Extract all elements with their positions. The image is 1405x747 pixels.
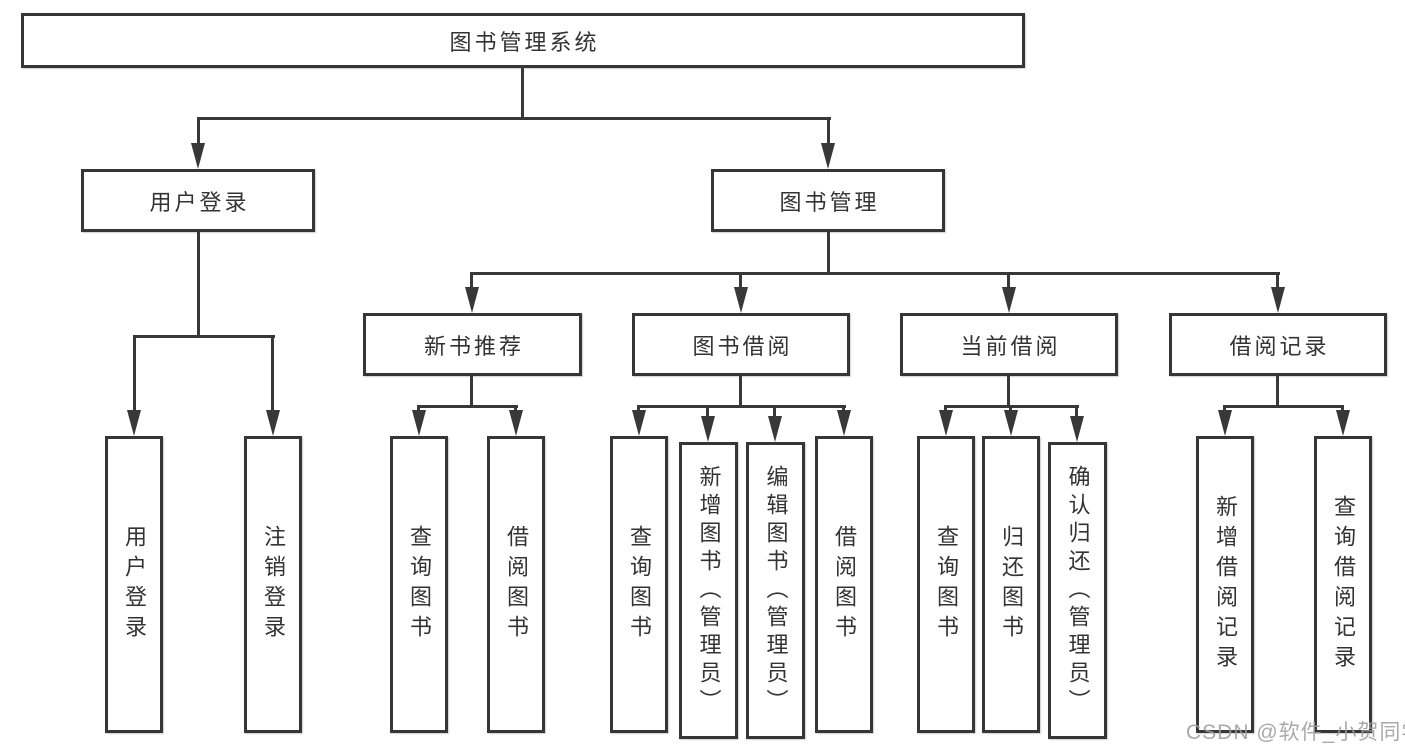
arrow-down-icon xyxy=(127,410,141,436)
arrow-down-icon xyxy=(768,416,782,442)
leaf-label: 借阅图书 xyxy=(504,524,529,645)
leaf-edit-book-admin: 编辑图书（管理员） xyxy=(746,442,805,739)
connector-line xyxy=(1276,272,1279,292)
node-library-management-system: 图书管理系统 xyxy=(21,13,1025,68)
connector-line xyxy=(739,376,742,407)
csdn-watermark: CSDN @软件_小贺同学 xyxy=(1186,721,1405,744)
arrow-down-icon xyxy=(412,410,426,436)
arrow-down-icon xyxy=(1002,287,1016,313)
arrow-down-icon xyxy=(701,416,715,442)
leaf-label: 确认归还（管理员） xyxy=(1065,464,1091,717)
leaf-label: 查询图书 xyxy=(627,524,652,645)
connector-line xyxy=(197,232,200,338)
leaf-user-login: 用户登录 xyxy=(105,436,163,733)
connector-line xyxy=(842,405,845,412)
leaf-label: 借阅图书 xyxy=(832,524,857,645)
node-book-borrowing: 图书借阅 xyxy=(632,313,850,376)
node-user-login: 用户登录 xyxy=(81,169,315,232)
leaf-query-borrow-record: 查询借阅记录 xyxy=(1314,436,1372,733)
node-book-management: 图书管理 xyxy=(711,169,945,232)
connector-line xyxy=(417,405,420,412)
connector-line xyxy=(133,335,275,338)
arrow-down-icon xyxy=(837,410,851,436)
connector-line xyxy=(944,405,947,412)
leaf-query-books-recommend: 查询图书 xyxy=(390,436,448,733)
node-label: 新书推荐 xyxy=(423,333,524,359)
leaf-add-borrow-record: 新增借阅记录 xyxy=(1196,436,1254,733)
connector-line xyxy=(827,117,830,145)
connector-line xyxy=(470,376,473,407)
leaf-label: 用户登录 xyxy=(122,524,147,645)
arrow-down-icon xyxy=(1336,410,1350,436)
arrow-down-icon xyxy=(1004,410,1018,436)
arrow-down-icon xyxy=(939,410,953,436)
arrow-down-icon xyxy=(821,143,835,169)
connector-line xyxy=(739,272,742,292)
arrow-down-icon xyxy=(509,410,523,436)
connector-line xyxy=(1223,405,1226,412)
connector-line xyxy=(637,405,640,412)
leaf-confirm-return-admin: 确认归还（管理员） xyxy=(1048,442,1107,739)
connector-line xyxy=(1009,405,1012,412)
connector-line xyxy=(271,335,274,411)
connector-line xyxy=(471,272,1280,275)
leaf-logout: 注销登录 xyxy=(244,436,302,733)
arrow-down-icon xyxy=(191,143,205,169)
node-label: 图书借阅 xyxy=(692,333,793,359)
leaf-label: 归还图书 xyxy=(999,524,1024,645)
connector-line xyxy=(1007,272,1010,292)
connector-line xyxy=(521,68,524,120)
connector-line xyxy=(514,405,517,412)
arrow-down-icon xyxy=(1070,416,1084,442)
leaf-query-books-borrowing: 查询图书 xyxy=(610,436,668,733)
arrow-down-icon xyxy=(1271,287,1285,313)
leaf-label: 编辑图书（管理员） xyxy=(763,464,789,717)
node-label: 图书管理 xyxy=(779,189,880,215)
leaf-label: 查询图书 xyxy=(934,524,959,645)
leaf-label: 查询借阅记录 xyxy=(1331,494,1356,675)
leaf-query-books-current: 查询图书 xyxy=(917,436,975,733)
leaf-label: 新增图书（管理员） xyxy=(696,464,722,717)
leaf-label: 新增借阅记录 xyxy=(1213,494,1238,675)
connector-line xyxy=(827,232,830,274)
connector-line xyxy=(418,405,518,408)
arrow-down-icon xyxy=(734,287,748,313)
arrow-down-icon xyxy=(465,287,479,313)
leaf-label: 查询图书 xyxy=(407,524,432,645)
connector-line xyxy=(637,405,846,408)
leaf-borrow-books-borrowing: 借阅图书 xyxy=(815,436,873,733)
node-label: 图书管理系统 xyxy=(449,29,600,55)
connector-line xyxy=(1223,405,1344,408)
leaf-return-books: 归还图书 xyxy=(982,436,1040,733)
node-label: 当前借阅 xyxy=(960,333,1061,359)
node-label: 用户登录 xyxy=(149,189,250,215)
arrow-down-icon xyxy=(266,410,280,436)
connector-line xyxy=(1075,405,1078,418)
connector-line xyxy=(1341,405,1344,412)
connector-line xyxy=(1276,376,1279,407)
leaf-borrow-books-recommend: 借阅图书 xyxy=(487,436,545,733)
node-label: 借阅记录 xyxy=(1229,333,1330,359)
connector-line xyxy=(470,272,473,292)
connector-line xyxy=(706,405,709,418)
connector-line xyxy=(773,405,776,418)
node-new-book-recommend: 新书推荐 xyxy=(363,313,582,376)
connector-line xyxy=(197,117,200,145)
arrow-down-icon xyxy=(1218,410,1232,436)
leaf-add-book-admin: 新增图书（管理员） xyxy=(679,442,738,739)
arrow-down-icon xyxy=(632,410,646,436)
node-borrowing-records: 借阅记录 xyxy=(1169,313,1387,376)
leaf-label: 注销登录 xyxy=(261,524,286,645)
node-current-borrowing: 当前借阅 xyxy=(900,313,1118,376)
connector-line xyxy=(1007,376,1010,407)
connector-line xyxy=(197,117,831,120)
connector-line xyxy=(133,335,136,411)
